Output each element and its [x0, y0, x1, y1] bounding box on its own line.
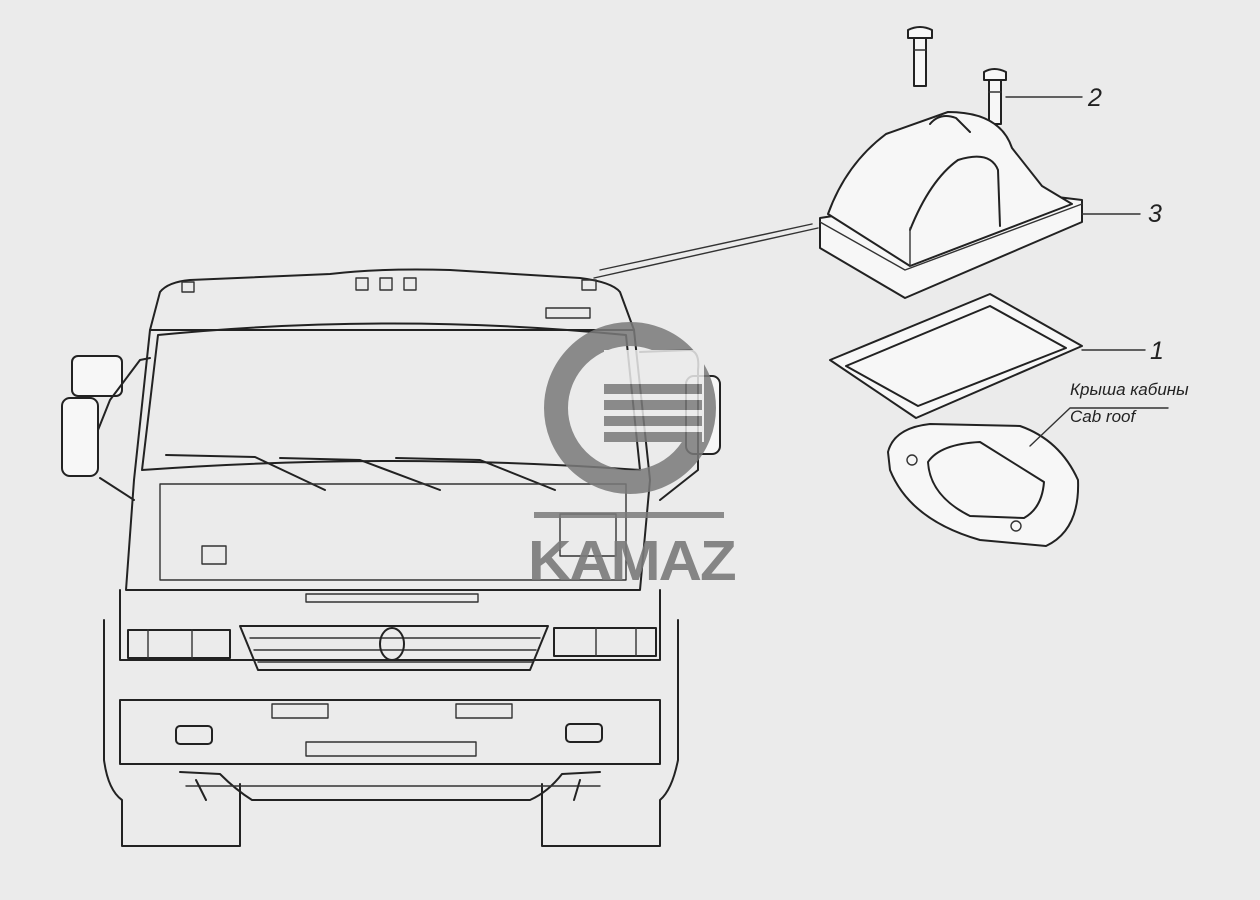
kamaz-logo-mark: [534, 322, 724, 518]
part-1-gasket: [829, 293, 1146, 419]
truck-cab-front-view: [61, 223, 819, 847]
part-3-roof-cap: [819, 111, 1141, 299]
callout-2: 2: [1088, 84, 1102, 112]
callout-1: 1: [1150, 337, 1164, 365]
callout-3: 3: [1148, 200, 1162, 228]
part-2-bolts: [907, 26, 1083, 125]
kamaz-watermark-text: KAMAZ: [528, 528, 737, 593]
roof-label-en: Cab roof: [1070, 407, 1136, 426]
cab-roof-cutout: [887, 407, 1169, 547]
roof-label-ru: Крыша кабины: [1070, 380, 1189, 399]
